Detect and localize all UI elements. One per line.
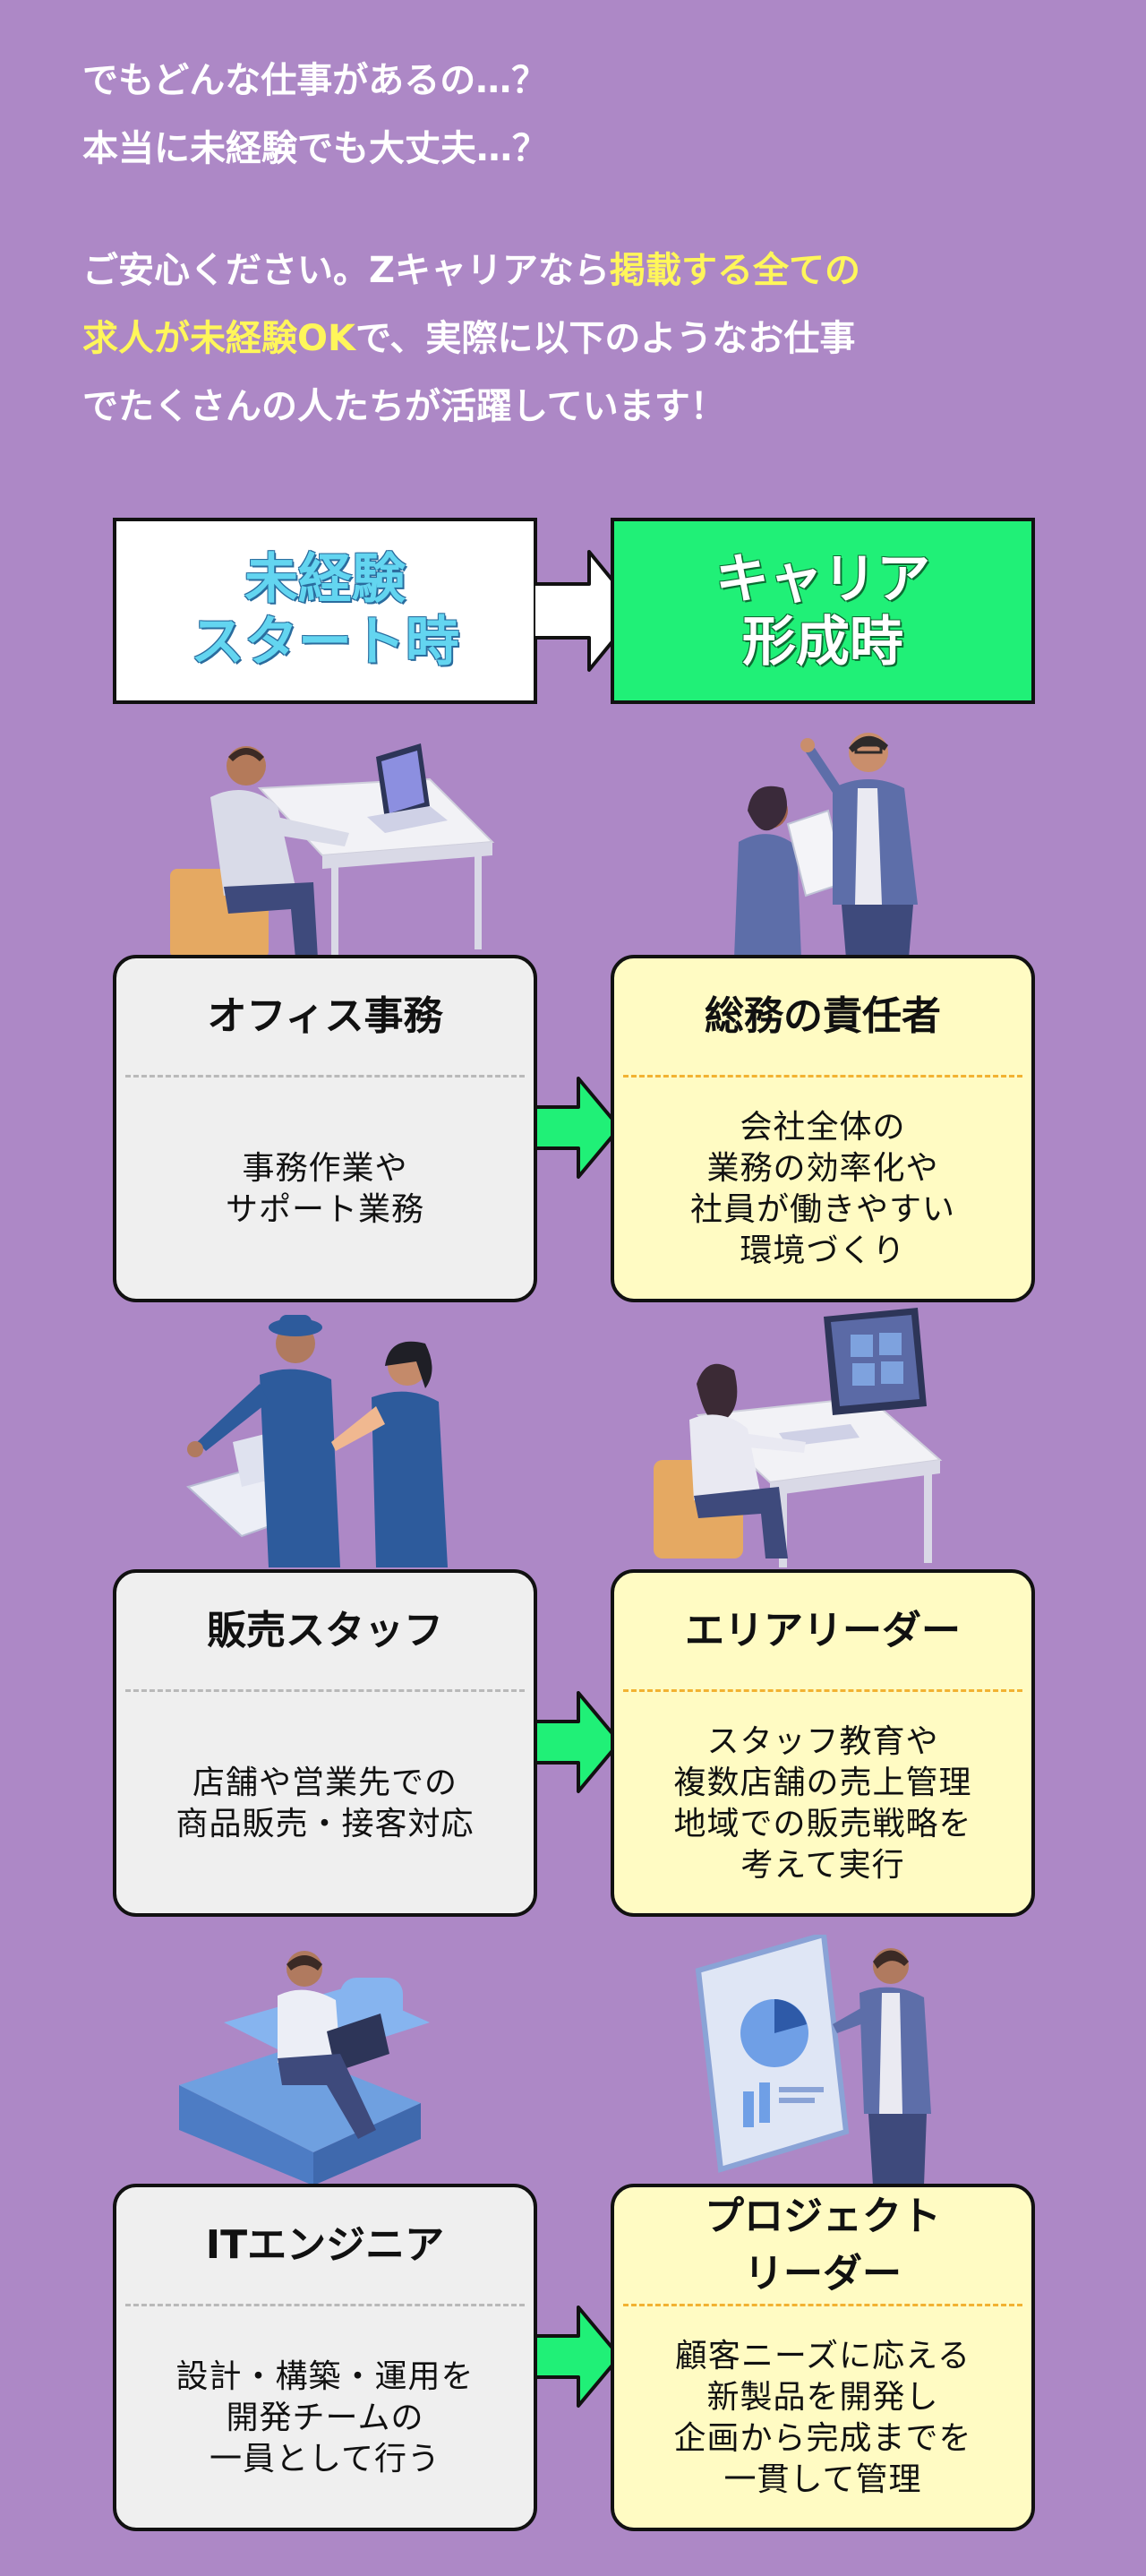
- question-line-2: 本当に未経験でも大丈夫…？: [82, 128, 548, 169]
- job-card-description: 設計・構築・運用を 開発チームの 一員として行う: [175, 2358, 475, 2477]
- job-card-description: 顧客ニーズに応える 新製品を開発し 企画から完成までを 一貫して管理: [673, 2338, 972, 2498]
- answer-part-3: でたくさんの人たちが活躍しています！: [82, 386, 726, 427]
- job-card-project-leader: プロジェクト リーダー 顧客ニーズに応える 新製品を開発し 企画から完成までを …: [611, 2184, 1035, 2531]
- career-header-line-2: 形成時: [742, 611, 903, 674]
- card-divider: [125, 1689, 525, 1692]
- office-worker-laptop-illustration: [170, 743, 495, 958]
- job-card-general-affairs-manager: 総務の責任者 会社全体の 業務の効率化や 社員が働きやすい 環境づくり: [611, 955, 1035, 1302]
- start-header-line-2: スタート時: [191, 611, 459, 674]
- job-card-description: スタッフ教育や 複数店舗の売上管理 地域での販売戦略を 考えて実行: [673, 1723, 972, 1884]
- answer-part-2: で、実際に以下のようなお仕事: [355, 318, 856, 359]
- job-card-title: プロジェクト リーダー: [614, 2187, 1031, 2304]
- job-card-area-leader: エリアリーダー スタッフ教育や 複数店舗の売上管理 地域での販売戦略を 考えて実…: [611, 1569, 1035, 1917]
- job-card-description: 事務作業や サポート業務: [225, 1150, 424, 1228]
- woman-desktop-computer-illustration: [654, 1308, 943, 1567]
- arrow-right-icon: [534, 1691, 621, 1793]
- answer-highlight-1: 掲載する全ての: [610, 250, 861, 291]
- answer-highlight-2: 求人が未経験OK: [82, 318, 355, 359]
- question-line-1: でもどんな仕事があるの…？: [82, 60, 548, 101]
- job-card-it-engineer: ITエンジニア 設計・構築・運用を 開発チームの 一員として行う: [113, 2184, 537, 2531]
- engineer-sofa-laptop-illustration: [179, 1951, 430, 2185]
- comparison-header: 未経験 スタート時 キャリア 形成時: [113, 518, 1035, 704]
- card-divider: [125, 1075, 525, 1078]
- job-card-description: 店舗や営業先での 商品販売・接客対応: [175, 1765, 475, 1842]
- card-divider: [125, 2304, 525, 2306]
- job-card-title-line-2: リーダー: [744, 2251, 902, 2297]
- job-card-title: エリアリーダー: [685, 1608, 961, 1653]
- job-card-title: オフィス事務: [207, 993, 443, 1039]
- arrow-right-icon: [534, 2306, 621, 2408]
- career-header-line-1: キャリア: [715, 548, 930, 611]
- arrow-right-icon: [534, 1077, 621, 1179]
- answer-part-1: ご安心ください。Zキャリアなら: [82, 250, 611, 291]
- job-card-title-line-1: プロジェクト: [705, 2194, 941, 2239]
- job-card-description: 会社全体の 業務の効率化や 社員が働きやすい 環境づくり: [689, 1109, 955, 1269]
- job-card-title: ITエンジニア: [205, 2222, 445, 2268]
- career-header: キャリア 形成時: [611, 518, 1035, 704]
- answer-paragraph: ご安心ください。Zキャリアなら掲載する全ての 求人が未経験OKで、実際に以下のよ…: [82, 236, 1085, 441]
- card-divider: [623, 1075, 1022, 1078]
- start-header: 未経験 スタート時: [113, 518, 537, 704]
- card-divider: [623, 1689, 1022, 1692]
- presenter-board-chart-illustration: [695, 1935, 931, 2185]
- manager-team-meeting-illustration: [734, 733, 918, 958]
- job-card-office-clerk: オフィス事務 事務作業や サポート業務: [113, 955, 537, 1302]
- job-card-title: 販売スタッフ: [207, 1608, 443, 1653]
- job-card-title: 総務の責任者: [705, 993, 941, 1039]
- shop-staff-illustration: [186, 1315, 448, 1567]
- card-divider: [623, 2304, 1022, 2306]
- start-header-line-1: 未経験: [244, 548, 406, 611]
- intro-text: でもどんな仕事があるの…？ 本当に未経験でも大丈夫…？ ご安心ください。Zキャリ…: [82, 47, 1085, 441]
- job-card-sales-staff: 販売スタッフ 店舗や営業先での 商品販売・接客対応: [113, 1569, 537, 1917]
